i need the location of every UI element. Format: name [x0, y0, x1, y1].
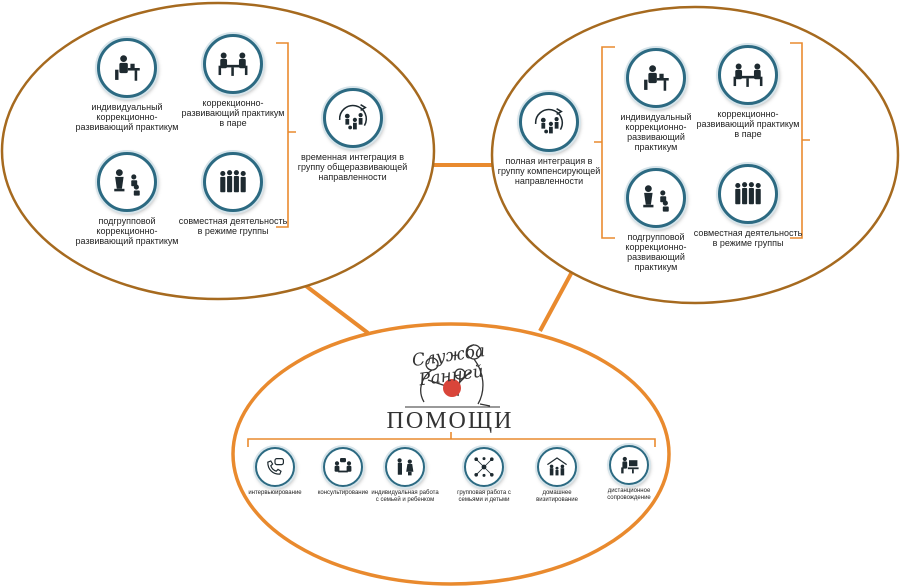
person-at-desk-icon: [97, 38, 157, 98]
service-label: интервьюирование: [248, 490, 302, 496]
person-at-desk-icon: [626, 48, 686, 108]
service-label: консультирование: [317, 490, 369, 496]
service-item-group: групповая работа с семьями и детьми: [449, 447, 519, 504]
integration-icon: [519, 92, 579, 152]
logo-ball: [443, 379, 461, 397]
item-label: совместная деятельность в режиме группы: [693, 228, 803, 248]
service-item-home: домашнее визитирование: [522, 447, 592, 504]
small-group-icon: [626, 168, 686, 228]
service-item-remote: дистанционное сопровождение: [594, 445, 664, 502]
left-item-individual: индивидуальный коррекционно-развивающий …: [72, 38, 182, 132]
service-label: индивидуальная работа с семьей и ребенко…: [371, 490, 439, 503]
service-label: домашнее визитирование: [536, 490, 578, 503]
item-label: совместная деятельность в режиме группы: [178, 216, 288, 236]
two-people-desk-icon: [718, 45, 778, 105]
network-icon: [464, 447, 504, 487]
right-bracket-left: [594, 46, 615, 239]
center-label: временная интеграция в группу общеразвив…: [297, 152, 408, 182]
home-visit-icon: [537, 447, 577, 487]
service-bracket: [247, 432, 656, 447]
small-group-icon: [97, 152, 157, 212]
item-label: коррекционно-развивающий практикум в пар…: [181, 98, 285, 128]
crowd-icon: [203, 152, 263, 212]
integration-icon: [322, 88, 383, 148]
left-item-joint: совместная деятельность в режиме группы: [178, 152, 288, 236]
item-label: коррекционно-развивающий практикум в пар…: [696, 109, 800, 139]
left-bracket: [276, 42, 296, 228]
left-center-integration: временная интеграция в группу общеразвив…: [290, 88, 415, 182]
item-label: подгрупповой коррекционно-развивающий пр…: [625, 232, 687, 272]
left-item-pair: коррекционно-развивающий практикум в пар…: [178, 34, 288, 128]
logo-title-main: ПОМОЩИ: [386, 408, 514, 434]
right-center-integration: полная интеграция в группу компенсирующе…: [494, 92, 604, 186]
item-label: индивидуальный коррекционно-развивающий …: [620, 112, 692, 152]
right-bracket-right: [790, 42, 810, 239]
service-item-consult: консультирование: [308, 447, 378, 497]
logo-illustration: [420, 344, 491, 407]
service-item-interview: интервьюирование: [240, 447, 310, 497]
right-item-joint: совместная деятельность в режиме группы: [693, 164, 803, 248]
family-work-icon: [385, 447, 425, 487]
service-item-family: индивидуальная работа с семьей и ребенко…: [370, 447, 440, 504]
service-label: дистанционное сопровождение: [607, 488, 651, 501]
bottom-ellipse: [231, 322, 671, 586]
right-item-individual: индивидуальный коррекционно-развивающий …: [606, 48, 706, 152]
right-item-pair: коррекционно-развивающий практикум в пар…: [693, 45, 803, 139]
remote-icon: [609, 445, 649, 485]
right-ellipse: [490, 5, 900, 305]
service-label: групповая работа с семьями и детьми: [457, 490, 511, 503]
right-item-subgroup: подгрупповой коррекционно-развивающий пр…: [606, 168, 706, 272]
two-people-desk-icon: [203, 34, 263, 94]
center-label: полная интеграция в группу компенсирующе…: [497, 156, 601, 186]
connector-right-bottom: [538, 269, 575, 332]
phone-chat-icon: [255, 447, 295, 487]
consult-icon: [323, 447, 363, 487]
left-item-subgroup: подгрупповой коррекционно-развивающий пр…: [72, 152, 182, 246]
crowd-icon: [718, 164, 778, 224]
item-label: подгрупповой коррекционно-развивающий пр…: [75, 216, 179, 246]
item-label: индивидуальный коррекционно-развивающий …: [75, 102, 179, 132]
